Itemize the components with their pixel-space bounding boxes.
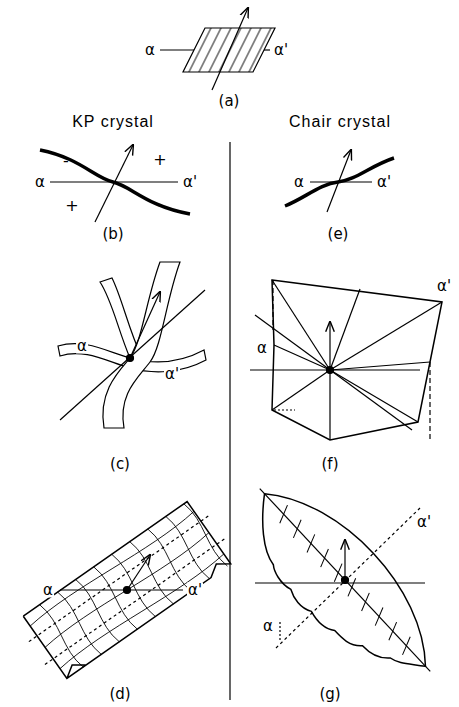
arrow (127, 555, 150, 590)
triangulated-surface (272, 280, 442, 440)
panel-label: (g) (318, 687, 341, 702)
core-dot (127, 355, 134, 362)
panel-label: (a) (218, 94, 241, 109)
divider (229, 142, 230, 700)
panel-label: (c) (109, 457, 131, 472)
sign-label: - (156, 197, 164, 213)
panel-label: (d) (108, 687, 131, 702)
axis-label: α' (416, 515, 432, 530)
axis-label: α' (182, 175, 198, 190)
axis-label: α (34, 175, 46, 190)
panel-label: (b) (101, 227, 124, 242)
dashed-line (272, 280, 273, 330)
sign-label: + (64, 198, 79, 214)
dotted-axis (276, 508, 420, 648)
arrow (327, 150, 351, 212)
axis-label: α (144, 43, 156, 58)
axis-line (255, 315, 412, 430)
axis-label: α' (273, 43, 289, 58)
panel-label: (e) (327, 227, 350, 242)
dashed-line (274, 409, 295, 410)
axis-label: α' (164, 367, 180, 382)
axis-label: α (262, 619, 274, 634)
core-dot (342, 577, 349, 584)
axis-label: α (256, 341, 268, 356)
core-dot (327, 367, 334, 374)
triangle-edges (272, 280, 442, 440)
axis-line (255, 582, 425, 583)
column-heading: Chair crystal (288, 114, 392, 130)
axis-label: α' (187, 583, 203, 598)
axis-line (250, 369, 420, 370)
arrow (329, 322, 330, 370)
axis-label: α (293, 175, 305, 190)
axis-label: α' (376, 175, 392, 190)
axis-label: α (42, 583, 54, 598)
leaf-surface (223, 462, 458, 705)
arrow (95, 145, 133, 222)
sign-label: - (62, 153, 70, 169)
axis-line (60, 589, 183, 590)
column-heading: KP crystal (71, 114, 155, 130)
core-dot (124, 587, 131, 594)
dashed-line (279, 622, 280, 640)
axis-line (60, 290, 205, 420)
arrow (212, 8, 248, 90)
dashed-line (429, 362, 430, 440)
arrow (130, 292, 160, 358)
ribbon-surface (58, 262, 206, 428)
dislocation-curve (285, 158, 394, 206)
panel-label: (f) (321, 457, 340, 472)
axis-line (264, 49, 270, 50)
axis-label: α (76, 339, 88, 354)
axis-label: α' (436, 279, 452, 294)
twisted-strip (15, 496, 239, 684)
arrow (344, 540, 345, 580)
axis-line (160, 49, 194, 50)
sign-label: + (152, 152, 167, 168)
